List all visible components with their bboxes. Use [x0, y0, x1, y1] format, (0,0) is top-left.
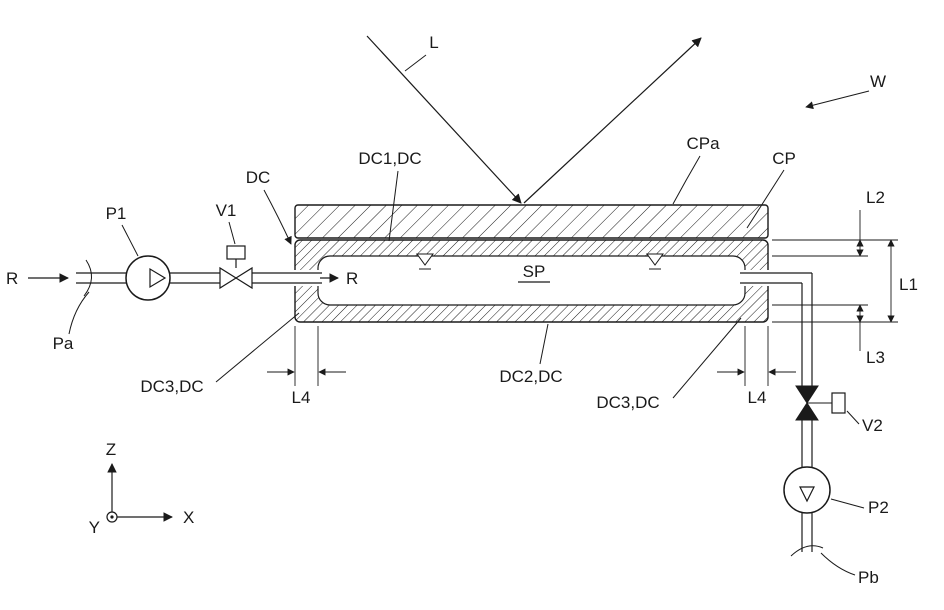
- cp-leader: [746, 169, 785, 229]
- reflected-beam-line: [523, 37, 702, 204]
- dc3-left-leader: [215, 312, 300, 383]
- dc2-label: DC2,DC: [499, 367, 562, 386]
- l4-left-label: L4: [292, 388, 311, 407]
- z-axis-label: Z: [106, 440, 116, 459]
- beam-label: L: [429, 33, 438, 52]
- valve-v1-actuator-icon: [226, 245, 246, 260]
- v2-leader: [846, 410, 860, 425]
- wafer-arrow: [805, 90, 870, 110]
- pump-p2-triangle-icon: [799, 486, 815, 503]
- valve-v2-icon: [795, 385, 846, 421]
- chamber-body: [293, 239, 770, 323]
- beam-label-leader: [404, 54, 427, 72]
- p1-label: P1: [106, 204, 127, 223]
- l2-label: L2: [866, 188, 885, 207]
- drain-line: [740, 272, 846, 557]
- v1-leader: [228, 221, 236, 245]
- coordinate-axes: [106, 463, 173, 523]
- right-wall-pipe-gap: [743, 270, 770, 286]
- l3-label: L3: [866, 348, 885, 367]
- cp-label: CP: [772, 149, 796, 168]
- left-wall-pipe-gap: [293, 270, 320, 286]
- inner-flow-label: R: [346, 269, 358, 288]
- pa-label: Pa: [53, 334, 74, 353]
- y-axis-dot-icon: [110, 515, 114, 519]
- incident-beam-line: [366, 35, 522, 204]
- y-axis-label: Y: [89, 518, 100, 537]
- pipe-break-icon: [790, 545, 824, 557]
- dc3-right-leader: [672, 317, 742, 399]
- v2-label: V2: [862, 416, 883, 435]
- liquid-level-icon: [416, 253, 434, 270]
- inner-flow: R: [320, 269, 358, 288]
- pipe-break-icon: [83, 259, 92, 297]
- leader-lines: [68, 90, 870, 576]
- dc2-leader: [539, 323, 549, 365]
- space-label: SP: [523, 262, 546, 281]
- liquid-level-icon: [646, 253, 664, 270]
- p2-label: P2: [868, 498, 889, 517]
- pump-p1-triangle-icon: [149, 267, 167, 289]
- inlet-label: R: [6, 269, 18, 288]
- valve-v1-icon: [219, 245, 253, 290]
- dc-label: DC: [246, 168, 271, 187]
- v1-label: V1: [216, 201, 237, 220]
- pa-leader: [68, 291, 90, 335]
- dimension-extensions: [294, 210, 898, 386]
- x-axis-label: X: [183, 508, 194, 527]
- supply-line: [28, 245, 322, 301]
- pb-leader: [820, 552, 856, 576]
- dc-leader: [263, 189, 292, 245]
- laser-beam: [366, 35, 702, 204]
- cover-plate: [294, 204, 769, 239]
- dc1-leader: [388, 170, 399, 242]
- pump-p1-icon: [125, 255, 171, 301]
- l4-right-label: L4: [748, 388, 767, 407]
- p2-leader: [830, 498, 865, 509]
- p1-leader: [121, 224, 139, 257]
- cpa-leader: [672, 155, 701, 205]
- l1-label: L1: [899, 275, 918, 294]
- cpa-label: CPa: [686, 134, 720, 153]
- dc3-left-label: DC3,DC: [140, 377, 203, 396]
- valve-v2-actuator-icon: [831, 392, 846, 414]
- wafer-label: W: [870, 72, 886, 91]
- dc3-right-label: DC3,DC: [596, 393, 659, 412]
- pb-label: Pb: [858, 568, 879, 587]
- dc1-label: DC1,DC: [358, 149, 421, 168]
